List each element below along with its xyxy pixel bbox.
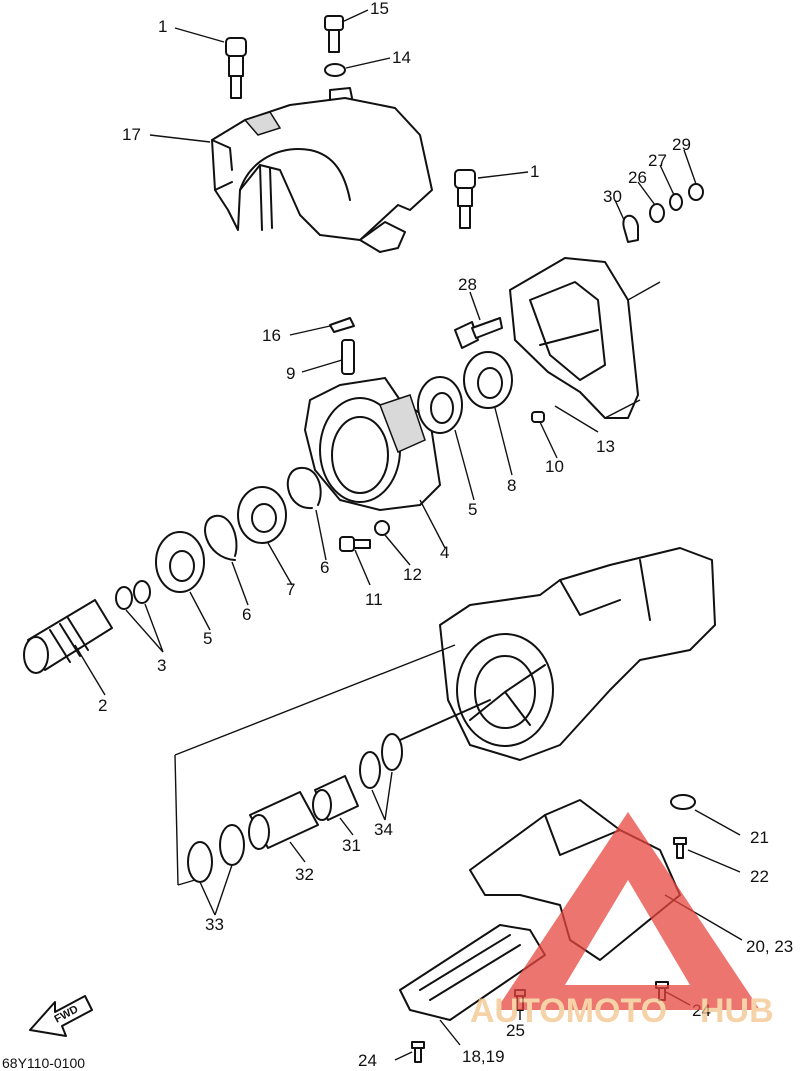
callout-30: 30 xyxy=(603,187,622,206)
callout-6-lower: 6 xyxy=(242,605,251,624)
o-ring-3a xyxy=(115,586,133,610)
bearing-8 xyxy=(463,351,513,409)
watermark-brand-right: HUB xyxy=(700,992,774,1030)
diagram-code: 68Y110-0100 xyxy=(2,1055,85,1071)
callout-17: 17 xyxy=(122,125,141,144)
bracket-13 xyxy=(509,257,661,419)
watermark-triangle-icon xyxy=(496,812,760,1010)
callout-9: 9 xyxy=(286,364,295,383)
bolt-1-right xyxy=(454,169,476,229)
collar-31 xyxy=(312,775,359,821)
callout-29: 29 xyxy=(672,135,691,154)
hose-clamp-34 xyxy=(359,733,403,789)
callout-24-bottom: 24 xyxy=(358,1051,377,1070)
leader-lines xyxy=(74,9,743,1061)
bolt-11 xyxy=(339,536,371,552)
automotohub-watermark: AUTOMOTO HUB xyxy=(470,812,774,1030)
callout-11: 11 xyxy=(365,590,383,609)
callout-27: 27 xyxy=(648,151,667,170)
callout-14: 14 xyxy=(392,48,411,67)
callout-8: 8 xyxy=(507,476,516,495)
nipple-9 xyxy=(341,339,355,375)
callout-16: 16 xyxy=(262,326,281,345)
washer-26 xyxy=(649,203,665,223)
callout-22: 22 xyxy=(750,867,769,886)
circlip-6-lower xyxy=(204,514,238,561)
nut-29 xyxy=(688,183,704,201)
assembly-frame xyxy=(174,754,196,886)
clip-30 xyxy=(622,214,639,243)
callout-28: 28 xyxy=(458,275,477,294)
callout-7: 7 xyxy=(286,580,295,599)
callout-20-23: 20, 23 xyxy=(746,937,793,956)
callout-34: 34 xyxy=(374,820,393,839)
jet-cover-housing xyxy=(211,87,433,253)
callout-6-upper: 6 xyxy=(320,558,329,577)
washer-12 xyxy=(374,520,390,536)
callout-25: 25 xyxy=(506,1021,525,1040)
callout-1-right: 1 xyxy=(530,162,539,181)
callout-5-upper: 5 xyxy=(468,500,477,519)
drive-shaft-2 xyxy=(23,599,113,674)
bolt-28 xyxy=(454,317,503,349)
jet-pump-assembly xyxy=(174,547,716,761)
screw-24-bottom xyxy=(411,1041,425,1063)
callout-26: 26 xyxy=(628,168,647,187)
callout-2: 2 xyxy=(98,696,107,715)
pin-10 xyxy=(531,411,545,423)
callout-12: 12 xyxy=(403,565,422,584)
watermark-brand-left: AUTOMOTO xyxy=(470,992,667,1030)
fwd-arrow-icon: FWD xyxy=(29,995,93,1037)
screw-22 xyxy=(673,837,687,859)
callout-31: 31 xyxy=(342,836,361,855)
callout-1-left: 1 xyxy=(158,17,167,36)
bolt-15 xyxy=(324,15,344,53)
bearing-housing-4 xyxy=(304,377,441,511)
oil-seal-5-lower xyxy=(155,531,205,593)
washer-14 xyxy=(324,63,346,77)
callout-13: 13 xyxy=(596,437,615,456)
bolt-1-left xyxy=(225,37,247,99)
callout-4: 4 xyxy=(440,543,449,562)
o-ring-3b xyxy=(133,580,151,604)
sleeve-32 xyxy=(248,791,319,850)
callout-21: 21 xyxy=(750,828,769,847)
callout-10: 10 xyxy=(545,457,564,476)
washer-27 xyxy=(669,193,683,211)
callout-33: 33 xyxy=(205,915,224,934)
impeller-shaft xyxy=(399,699,491,741)
callout-5-lower: 5 xyxy=(203,629,212,648)
callout-18-19: 18,19 xyxy=(462,1047,505,1066)
bearing-7 xyxy=(237,486,287,544)
circlip-6-upper xyxy=(286,466,322,510)
callout-15: 15 xyxy=(370,0,389,18)
hose-clamp-33 xyxy=(187,824,245,883)
oil-seal-5-upper xyxy=(417,376,463,434)
callout-32: 32 xyxy=(295,865,314,884)
callout-3: 3 xyxy=(157,656,166,675)
cap-16 xyxy=(329,317,355,333)
grommet-21 xyxy=(670,794,696,810)
